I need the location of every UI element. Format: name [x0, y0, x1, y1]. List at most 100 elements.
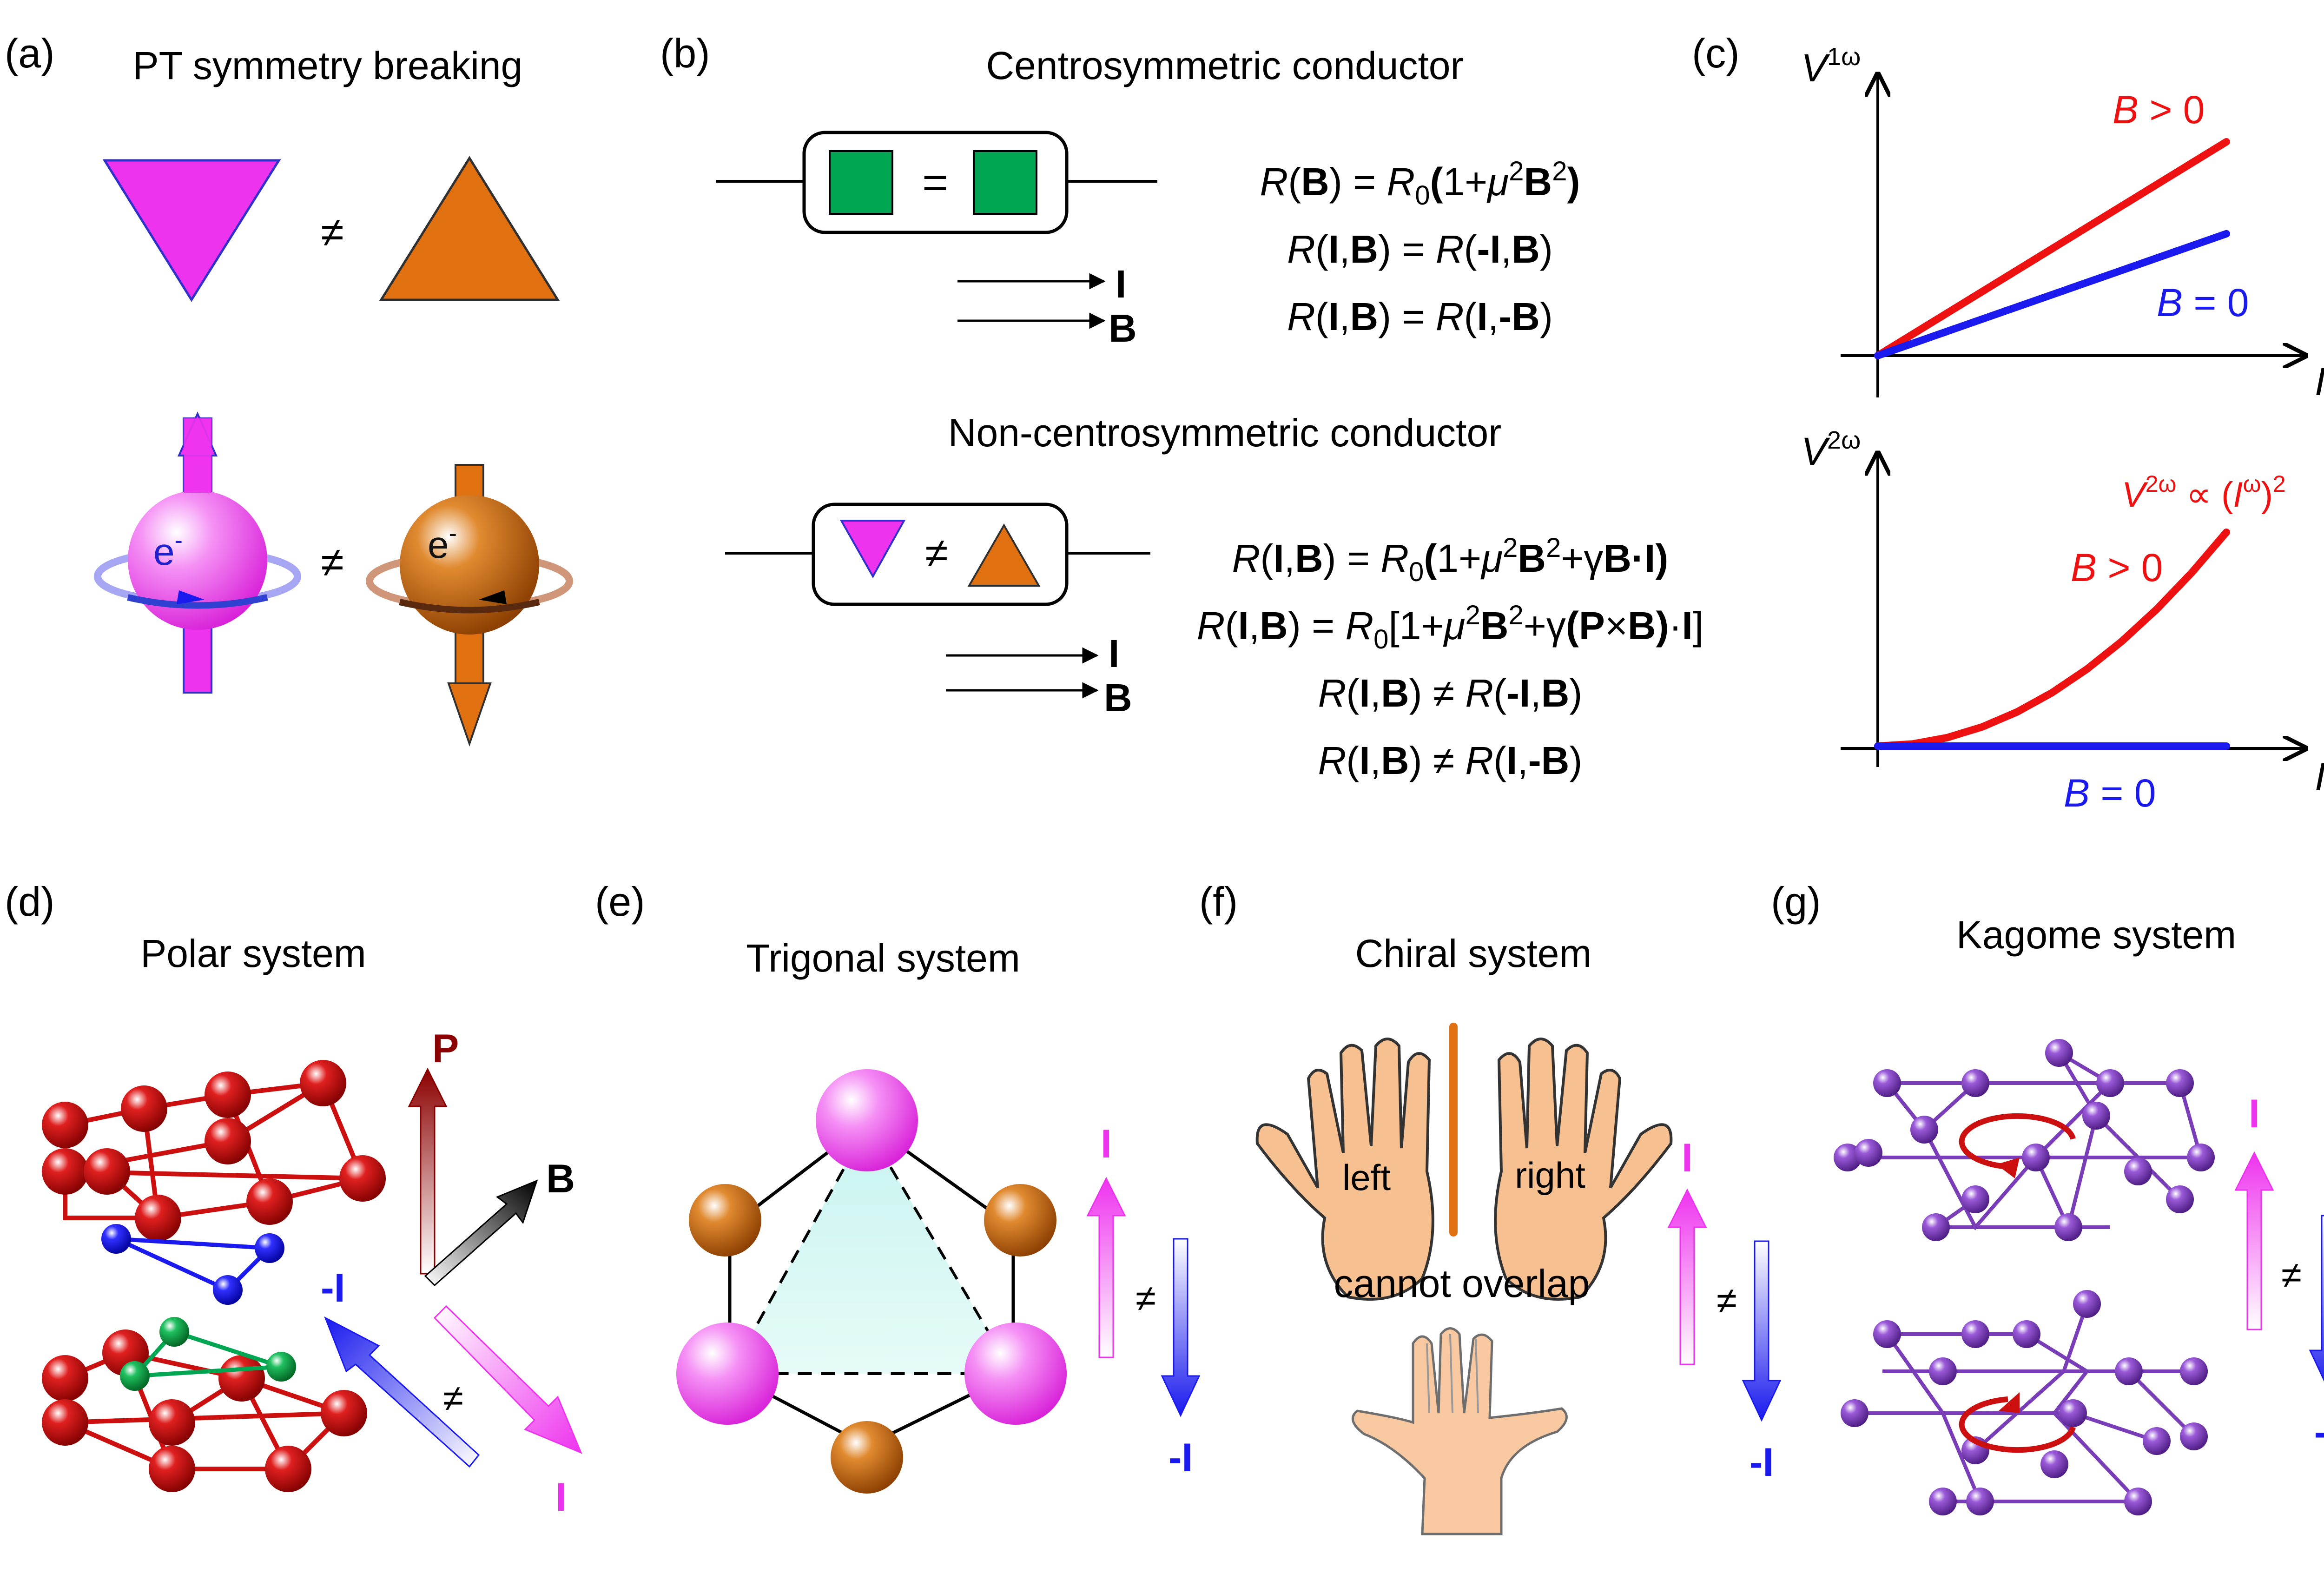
chiral-minusI-arrow — [1742, 1240, 1782, 1422]
chiral-minusI-label: -I — [1750, 1440, 1774, 1485]
electron-label-down: e- — [428, 520, 457, 566]
polar-top-atoms — [42, 1060, 386, 1241]
noncentro-eq-3: R(I,B) ≠ R(-I,B) — [1318, 671, 1583, 715]
panel-b-title-bottom: Non-centrosymmetric conductor — [948, 411, 1501, 455]
chart1-ylabel: V1ω — [1801, 43, 1861, 90]
left-hand-icon: left — [1255, 1038, 1434, 1301]
kagome-top-circulation — [1959, 1113, 2076, 1178]
green-square-left — [829, 150, 893, 215]
atom-bottom-left — [676, 1323, 779, 1425]
panel-d-title: Polar system — [140, 932, 366, 975]
mirror-line — [1449, 1023, 1458, 1237]
chart2-series — [1874, 529, 2230, 750]
noncentro-triangle-up — [967, 523, 1041, 587]
chart2-xlabel: Iω — [2315, 752, 2324, 799]
panel-c: V1ω Iω B > 0 B = 0 V2ω Iω V2ω ∝ (Iω)2 B … — [1801, 43, 2324, 815]
noncentro-arrow-I: I — [1109, 632, 1119, 675]
noncentro-arrow-B: B — [1104, 676, 1132, 720]
panel-label-d: (d) — [5, 879, 55, 925]
centro-arrow-B: B — [1109, 306, 1137, 350]
b-field-arrow — [424, 1179, 538, 1287]
kagome-minusI-label: -I — [2314, 1410, 2324, 1455]
spin-direction-icon-right — [177, 590, 205, 604]
trigonal-I-arrow — [1086, 1177, 1126, 1358]
atom-top — [816, 1069, 918, 1171]
atom-orange-left — [689, 1184, 761, 1257]
left-hand-label: left — [1342, 1157, 1391, 1198]
chart2-legend-bzero: B = 0 — [2064, 771, 2156, 815]
spin-direction-icon-left — [479, 590, 507, 604]
electron-spin-down: e- — [366, 464, 573, 747]
polarization-arrow — [408, 1067, 448, 1275]
panel-a-title: PT symmetry breaking — [133, 44, 523, 87]
kagome-top-atoms — [1834, 1039, 2215, 1241]
kagome-bottom-atoms — [1841, 1290, 2208, 1515]
panel-f: Chiral system left right cannot overlap … — [1255, 932, 1782, 1535]
panel-label-a: (a) — [5, 30, 55, 76]
polar-I-label: I — [555, 1475, 567, 1520]
chiral-I-arrow — [1667, 1188, 1707, 1365]
green-square-right — [973, 150, 1037, 215]
chiral-neq: ≠ — [1717, 1280, 1737, 1321]
kagome-I-label: I — [2249, 1091, 2260, 1136]
chart2-annotation: V2ω ∝ (Iω)2 — [2122, 471, 2286, 515]
noncentro-neq: ≠ — [925, 530, 948, 576]
polar-minusI-label: -I — [321, 1266, 345, 1310]
right-hand-label: right — [1515, 1155, 1585, 1196]
panel-label-g: (g) — [1771, 879, 1821, 925]
chart2-legend-bpos: B > 0 — [2071, 546, 2163, 589]
panel-g: Kagome system — [1834, 913, 2324, 1515]
chart1-legend-bpos: B > 0 — [2113, 88, 2205, 132]
centro-arrow-I: I — [1116, 262, 1126, 306]
kagome-I-arrow — [2234, 1151, 2274, 1330]
panel-a-neq-top: ≠ — [321, 209, 343, 256]
trigonal-I-label: I — [1101, 1122, 1112, 1166]
kagome-neq: ≠ — [2281, 1254, 2302, 1296]
overlapped-hands-icon — [1352, 1327, 1568, 1535]
panel-a-neq-bottom: ≠ — [321, 539, 343, 586]
polar-green-triangle — [120, 1317, 296, 1391]
cannot-overlap-label: cannot overlap — [1334, 1262, 1590, 1305]
noncentro-eq-4: R(I,B) ≠ R(I,-B) — [1318, 739, 1583, 782]
panel-a: PT symmetry breaking ≠ e- ≠ e- — [94, 44, 573, 747]
centro-eq-2: R(I,B) = R(-I,B) — [1287, 227, 1553, 271]
electron-label-up: e- — [153, 527, 183, 573]
chart1-series — [1874, 138, 2230, 359]
panel-b-title-top: Centrosymmetric conductor — [986, 44, 1464, 87]
noncentro-eq-1: R(I,B) = R0(1+μ2B2+γB·I) — [1232, 533, 1669, 587]
centro-eq-sign: = — [922, 158, 948, 207]
electron-spin-up: e- — [94, 411, 301, 694]
panel-d: Polar system — [42, 932, 582, 1520]
panel-b: Centrosymmetric conductor = I B R(B) = R… — [716, 44, 1703, 782]
atom-bottom-right — [964, 1323, 1067, 1425]
magenta-triangle-down — [102, 159, 281, 302]
right-hand-icon: right — [1494, 1038, 1673, 1301]
polar-bottom-atoms — [42, 1329, 367, 1492]
chart1-legend-bzero: B = 0 — [2157, 281, 2249, 324]
panel-label-e: (e) — [595, 879, 645, 925]
panel-e-title: Trigonal system — [746, 936, 1020, 980]
trigonal-minusI-label: -I — [1169, 1435, 1193, 1480]
kagome-top-bonds — [1848, 1051, 2203, 1231]
panel-label-f: (f) — [1199, 879, 1238, 925]
orange-triangle-up — [379, 156, 560, 301]
trigonal-neq: ≠ — [1136, 1277, 1156, 1319]
trigonal-triangle — [727, 1124, 1016, 1375]
trigonal-minusI-arrow — [1161, 1238, 1201, 1417]
chart1-series-line-2 — [1874, 230, 2230, 359]
polar-neq: ≠ — [443, 1377, 463, 1419]
kagome-bottom-circulation — [1959, 1392, 2076, 1453]
panel-f-title: Chiral system — [1355, 932, 1592, 975]
minus-I-arrow — [324, 1316, 480, 1468]
panel-e: Trigonal system I ≠ -I — [676, 936, 1201, 1494]
I-arrow — [433, 1305, 582, 1454]
chart1-xlabel: Iω — [2315, 357, 2324, 403]
panel-g-title: Kagome system — [1956, 913, 2236, 957]
panel-label-c: (c) — [1692, 30, 1740, 76]
atom-orange-right — [984, 1184, 1056, 1257]
polar-B-label: B — [546, 1157, 575, 1201]
kagome-minusI-arrow — [2309, 1215, 2324, 1382]
centro-eq-1: R(B) = R0(1+μ2B2) — [1260, 156, 1580, 211]
noncentro-eq-2: R(I,B) = R0[1+μ2B2+γ(P×B)·I] — [1197, 600, 1703, 655]
